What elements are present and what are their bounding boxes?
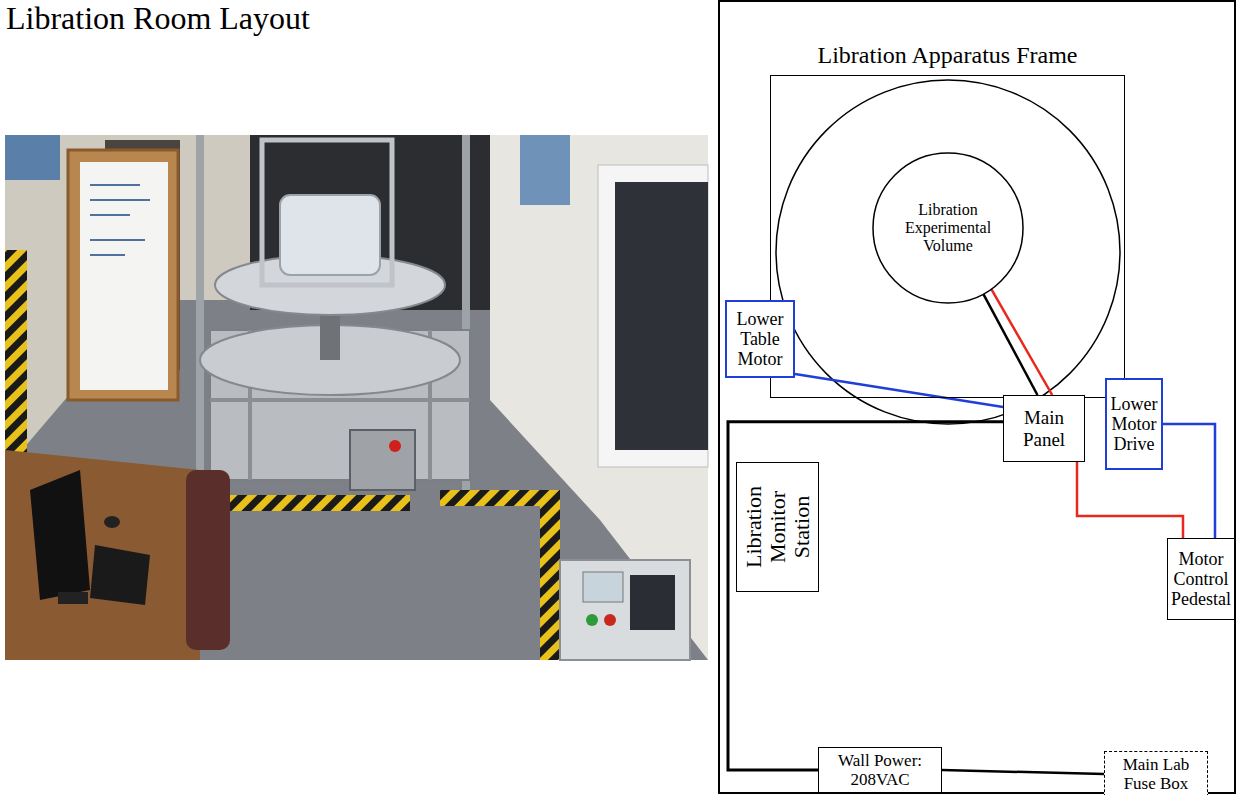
photo-wall xyxy=(5,135,708,660)
room-outline xyxy=(719,1,1235,793)
photo-cork-board xyxy=(68,150,178,400)
photo-back-wall xyxy=(250,135,510,310)
node-label: Main Lab Fuse Box xyxy=(1108,755,1204,793)
cable-line xyxy=(942,770,1104,774)
node-label: Lower Table Motor xyxy=(730,309,790,369)
lab-photo xyxy=(5,135,708,660)
node-label: Libration Experimental Volume xyxy=(892,201,1004,255)
cable-line xyxy=(1077,462,1183,538)
node-label: Lower Motor Drive xyxy=(1110,394,1158,454)
node-label: Main Panel xyxy=(1007,407,1081,450)
volume-circle: Libration Experimental Volume xyxy=(872,152,1024,304)
photo-control-box xyxy=(350,430,415,490)
photo-monitor-stand xyxy=(58,592,88,604)
photo-desk xyxy=(5,450,200,660)
motor-box: Lower Table Motor xyxy=(725,300,795,378)
photo-stop-button xyxy=(389,440,401,452)
cable-line xyxy=(795,374,1003,407)
photo-whiteboard xyxy=(80,162,168,390)
photo-poster xyxy=(520,135,570,205)
cable-line xyxy=(983,294,1037,395)
node-label: Libration Apparatus Frame xyxy=(771,42,1124,68)
fuse-box: Main Lab Fuse Box xyxy=(1104,751,1208,795)
cable-line xyxy=(991,289,1052,395)
photo-window-glass xyxy=(615,182,708,450)
photo-poster xyxy=(5,135,60,180)
power-box: Wall Power: 208VAC xyxy=(818,747,942,793)
station-box: Libration Monitor Station xyxy=(736,462,819,592)
photo-cage xyxy=(262,140,392,285)
photo-mouse xyxy=(104,516,120,528)
cable-line xyxy=(728,422,1003,770)
photo-tank xyxy=(280,195,380,275)
photo-strut xyxy=(196,135,204,515)
photo-chair xyxy=(186,470,230,650)
photo-monitor xyxy=(30,470,90,600)
pedestal-box: Motor Control Pedestal xyxy=(1167,538,1235,620)
photo-keyboard xyxy=(90,545,150,605)
cable-line xyxy=(1163,424,1215,538)
photo-right-wall xyxy=(490,135,708,660)
photo-button xyxy=(604,614,616,626)
diagram-title: Libration Room Layout xyxy=(6,1,310,36)
photo-pedestal-screen xyxy=(583,572,623,602)
photo-hazard-tape xyxy=(540,490,560,660)
photo-window-frame xyxy=(598,165,708,467)
photo-pedestal xyxy=(560,560,690,660)
rotating-table-outline xyxy=(776,80,1120,424)
photo-scribbles xyxy=(90,185,150,255)
photo-button xyxy=(586,614,598,626)
panel-box: Main Panel xyxy=(1003,395,1085,462)
photo-hazard-tape xyxy=(5,250,27,480)
frame-region: Libration Apparatus FrameLibration Exper… xyxy=(770,75,1125,398)
photo-keypad xyxy=(630,575,675,630)
node-label: Motor Control Pedestal xyxy=(1171,549,1231,609)
circle-outline xyxy=(873,153,1023,303)
drive-box: Lower Motor Drive xyxy=(1105,378,1163,470)
node-label: Wall Power: 208VAC xyxy=(822,751,938,789)
node-label: Libration Monitor Station xyxy=(741,468,814,586)
